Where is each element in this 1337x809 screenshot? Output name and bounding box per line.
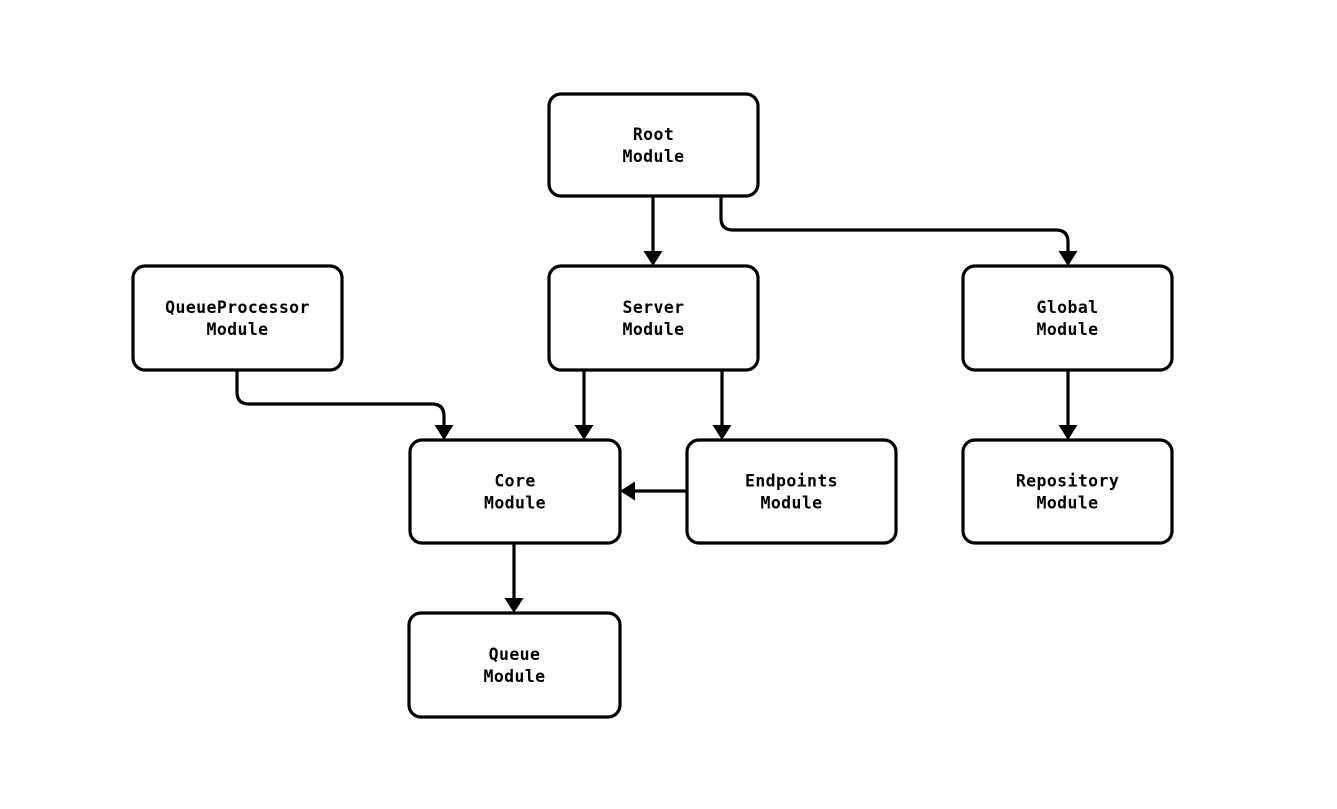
queueprocessor-module-node-label-line2: Module [206, 320, 268, 339]
edge-core-to-queue-arrowhead [504, 598, 524, 613]
queueprocessor-module-node-shape[interactable] [131, 264, 344, 372]
repository-module-node-label-line1: Repository [1016, 471, 1119, 490]
edge-root-to-global [719, 196, 1078, 266]
edge-queueprocessor-to-core-arrowhead [434, 425, 454, 440]
endpoints-module-node-label-line1: Endpoints [745, 471, 838, 490]
endpoints-module-node-shape[interactable] [685, 438, 898, 545]
edge-core-to-queue [504, 543, 524, 613]
edge-server-to-endpoints-arrowhead [712, 425, 732, 440]
edge-server-to-core-arrowhead [574, 425, 594, 440]
queue-module-node-shape[interactable] [407, 611, 622, 719]
root-module-node-label-line2: Module [622, 147, 684, 166]
queueprocessor-module-node-label-line1: QueueProcessor [165, 298, 310, 317]
endpoints-module-node-label-line2: Module [760, 493, 822, 512]
edge-global-to-repository-arrowhead [1058, 425, 1078, 440]
edge-endpoints-to-core [620, 481, 687, 501]
global-module-node-shape[interactable] [961, 264, 1174, 372]
global-module-node-label-line1: Global [1036, 298, 1098, 317]
queue-module-node-label-line1: Queue [489, 645, 541, 664]
root-module-node-label-line1: Root [633, 125, 674, 144]
core-module-node-label-line1: Core [494, 471, 535, 490]
edge-root-to-server-arrowhead [643, 251, 663, 266]
repository-module-node-shape[interactable] [961, 438, 1174, 545]
edges-layer [235, 196, 1078, 613]
edge-queueprocessor-to-core-line [235, 370, 446, 426]
core-module-node-shape[interactable] [408, 438, 622, 545]
repository-module-node-label-line2: Module [1036, 493, 1098, 512]
server-module-node-label-line1: Server [622, 298, 684, 317]
server-module-node-label-line2: Module [622, 320, 684, 339]
queue-module-node-label-line2: Module [483, 667, 545, 686]
global-module-node-label-line2: Module [1036, 320, 1098, 339]
edge-root-to-server [643, 196, 663, 266]
edge-endpoints-to-core-arrowhead [620, 481, 635, 501]
edge-global-to-repository [1058, 370, 1078, 440]
server-module-node-shape[interactable] [547, 264, 760, 372]
core-module-node-label-line2: Module [484, 493, 546, 512]
edge-server-to-core [574, 370, 594, 440]
root-module-node-shape[interactable] [547, 92, 760, 198]
edge-root-to-global-arrowhead [1058, 251, 1078, 266]
edge-root-to-global-line [719, 196, 1070, 252]
edge-queueprocessor-to-core [235, 370, 454, 440]
edge-server-to-endpoints [712, 370, 732, 440]
